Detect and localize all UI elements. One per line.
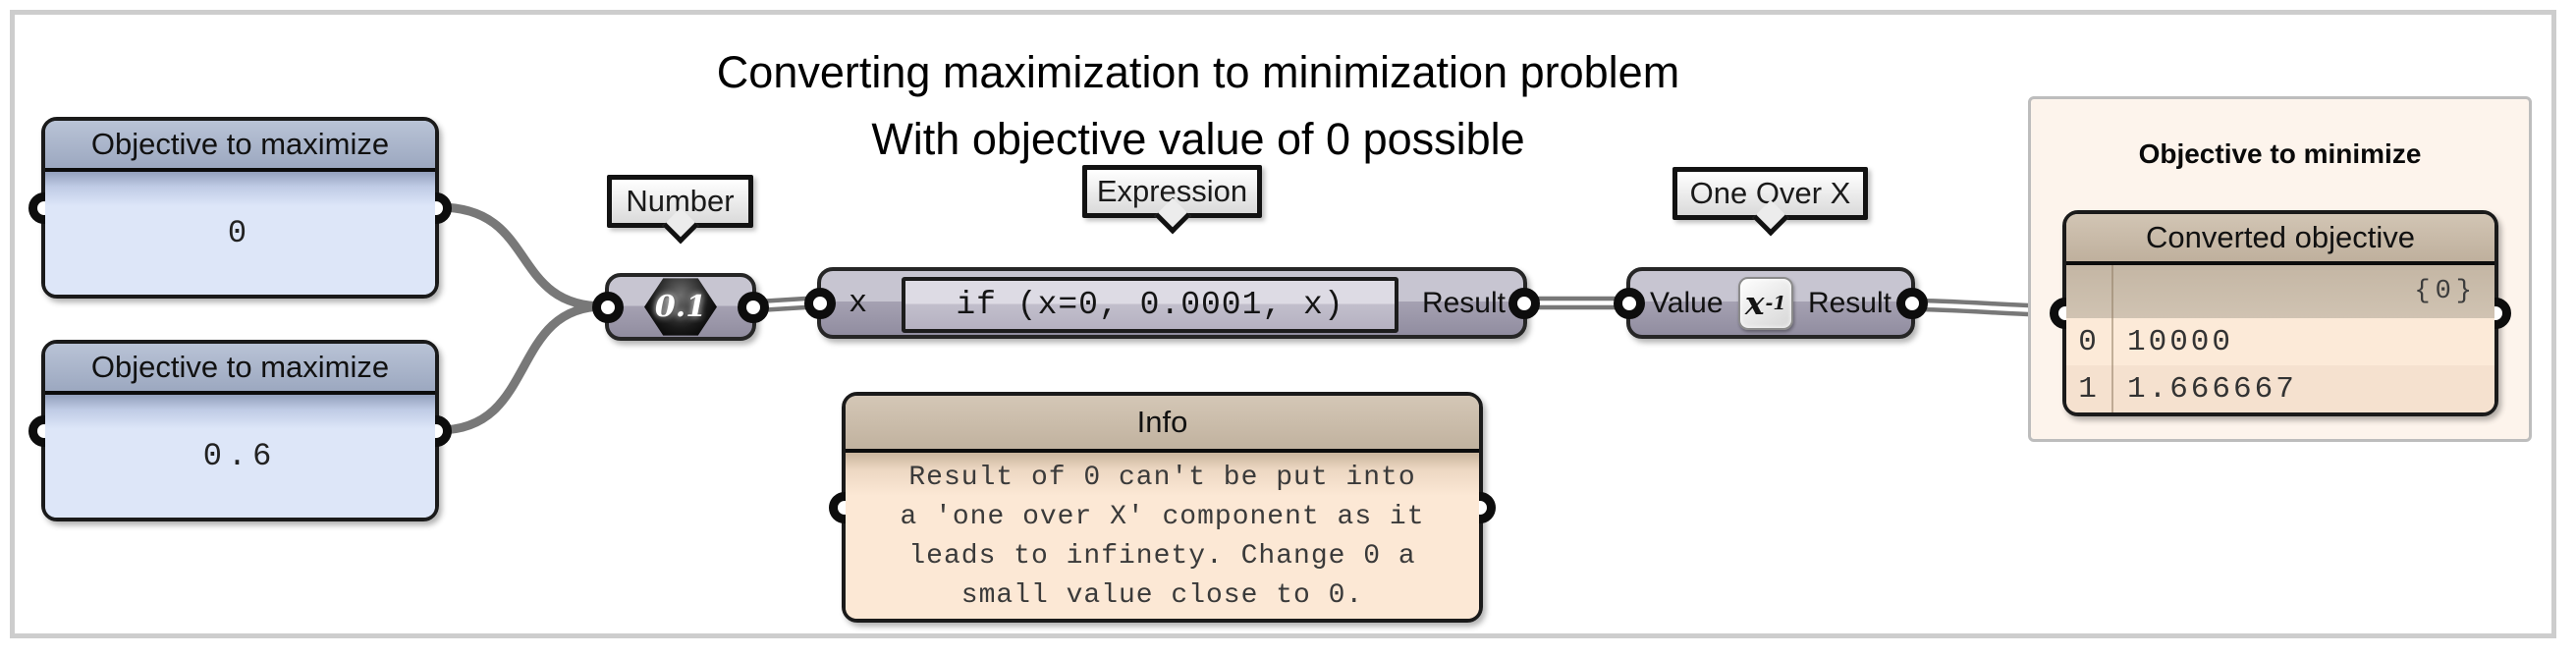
one-over-x-input-label: Value [1650, 286, 1724, 319]
expression-code: if (x=0, 0.0001, x) [956, 287, 1344, 323]
converted-panel-header: Converted objective [2066, 214, 2494, 265]
panel-header: Objective to maximize [45, 121, 435, 172]
panel-value[interactable]: 0 [227, 215, 253, 251]
panel-value[interactable]: 0.6 [202, 438, 278, 474]
row-index: 1 [2078, 371, 2100, 407]
x-inverse-icon: x-1 [1737, 276, 1793, 330]
output-port[interactable] [1896, 287, 1928, 319]
canvas-title: Converting maximization to minimization … [648, 39, 1748, 173]
table-row: 1 1.666667 [2066, 365, 2494, 412]
one-over-x-output-label: Result [1807, 286, 1891, 319]
info-line: Result of 0 can't be put into [908, 463, 1416, 493]
tag-number: Number [607, 175, 753, 245]
panel-body[interactable]: 0 [45, 172, 435, 295]
info-panel[interactable]: Info Result of 0 can't be put into a 'on… [829, 392, 1496, 623]
expression-output-label: Result [1421, 286, 1506, 319]
number-hexagon-icon: 0.1 [644, 278, 717, 336]
canvas-border [10, 10, 2556, 638]
panel-body[interactable]: 0.6 [45, 395, 435, 518]
info-panel-body[interactable]: Result of 0 can't be put into a 'one ove… [846, 453, 1479, 619]
expression-component[interactable]: x if (x=0, 0.0001, x) Result [804, 267, 1540, 339]
panel-objective-1[interactable]: Objective to maximize 0 [28, 117, 452, 299]
one-over-x-component[interactable]: Value x-1 Result [1614, 267, 1928, 339]
group-title: Objective to minimize [2138, 138, 2422, 169]
output-port[interactable] [738, 291, 769, 323]
expression-code-box[interactable]: if (x=0, 0.0001, x) [902, 277, 1398, 333]
info-line: a 'one over X' component as it [900, 502, 1425, 532]
output-port[interactable] [1508, 287, 1540, 319]
row-value: 1.666667 [2127, 371, 2297, 407]
data-path-badge: {0} [2066, 265, 2494, 318]
table-row: 0 10000 [2066, 318, 2494, 365]
panel-header: Objective to maximize [45, 344, 435, 395]
info-line: small value close to 0. [960, 580, 1364, 611]
converted-objective-panel[interactable]: Converted objective {0} 0 10000 1 1.6666… [2050, 210, 2511, 416]
number-component[interactable]: 0.1 [592, 273, 769, 341]
panel-objective-2[interactable]: Objective to maximize 0.6 [28, 340, 452, 521]
title-line-2: With objective value of 0 possible [871, 114, 1525, 164]
input-port[interactable] [1614, 287, 1645, 319]
input-port[interactable] [592, 291, 624, 323]
row-index: 0 [2078, 324, 2100, 359]
index-separator [2111, 265, 2113, 412]
info-panel-header: Info [846, 396, 1479, 453]
title-line-1: Converting maximization to minimization … [716, 47, 1680, 97]
info-line: leads to infinety. Change 0 a [908, 541, 1416, 572]
row-value: 10000 [2127, 324, 2234, 359]
expression-input-label: x [849, 285, 868, 321]
tag-one-over-x: One Over X [1672, 167, 1868, 237]
tag-expression: Expression [1082, 165, 1262, 235]
input-port[interactable] [804, 287, 836, 319]
